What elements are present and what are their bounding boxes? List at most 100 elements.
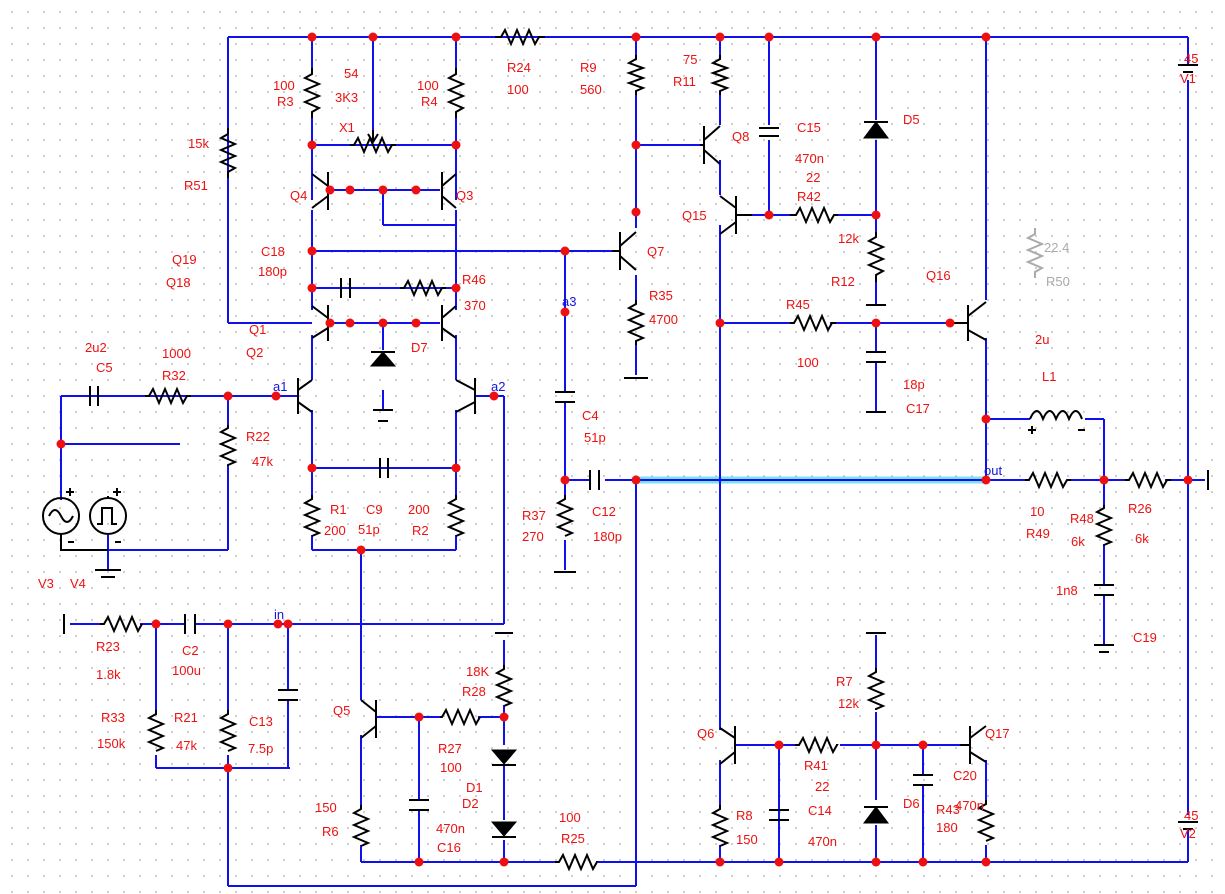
transistor-q17: [960, 725, 987, 764]
junction-dot: [451, 32, 461, 42]
resistor-r33: [146, 710, 166, 752]
component-label-47: R22: [246, 429, 270, 444]
component-label-29: C17: [906, 401, 930, 416]
component-label-90: R26: [1128, 501, 1152, 516]
resistor-r11: [710, 55, 730, 95]
component-label-60: R2: [412, 523, 429, 538]
junction-dot: [918, 740, 928, 750]
capacitor-c13: [278, 689, 298, 701]
component-label-92: 1n8: [1056, 583, 1078, 598]
net-label-0: a1: [273, 379, 287, 394]
resistor-r27: [440, 707, 481, 727]
component-label-88: R48: [1070, 511, 1094, 526]
source-polarity: [66, 488, 121, 543]
component-label-91: 6k: [1135, 531, 1149, 546]
component-label-66: 1.8k: [96, 667, 121, 682]
resistor-r49: [1025, 470, 1071, 490]
component-label-34: C18: [261, 244, 285, 259]
component-label-73: Q5: [333, 703, 350, 718]
junction-dot: [223, 619, 233, 629]
component-label-70: 150k: [97, 736, 126, 751]
junction-dot: [774, 740, 784, 750]
component-label-83: C16: [437, 840, 461, 855]
component-label-75: R28: [462, 684, 486, 699]
ghost-label-0: 22.4: [1044, 240, 1069, 255]
ground-icon-d7: [373, 409, 393, 422]
junction-dot: [715, 32, 725, 42]
capacitor-c9: [379, 458, 389, 478]
component-label-21: R12: [831, 274, 855, 289]
component-label-97: V1: [1180, 71, 1196, 86]
resistor-r35: [626, 300, 646, 345]
junction-dot: [307, 32, 317, 42]
component-label-52: 270: [522, 529, 544, 544]
junction-dot: [1099, 475, 1109, 485]
junction-dot: [560, 246, 570, 256]
junction-dot: [631, 207, 641, 217]
transistor-q16: [950, 301, 987, 341]
junction-dot: [871, 740, 881, 750]
net-label-3: in: [274, 607, 284, 622]
component-label-74: 18K: [466, 664, 489, 679]
component-label-112: R43: [936, 802, 960, 817]
capacitor-c5: [89, 386, 99, 406]
component-label-13: Q8: [732, 129, 749, 144]
junction-dot: [871, 318, 881, 328]
component-label-80: 150: [315, 800, 337, 815]
junction-dot: [414, 712, 424, 722]
component-label-106: 22: [815, 779, 829, 794]
component-label-64: C2: [182, 643, 199, 658]
component-label-8: 100: [507, 82, 529, 97]
component-label-22: Q16: [926, 268, 951, 283]
component-label-105: R41: [804, 758, 828, 773]
capacitor-c12: [589, 470, 600, 490]
junction-dot: [499, 712, 509, 722]
component-label-11: 75: [683, 52, 697, 67]
component-label-58: 200: [324, 523, 346, 538]
resistor-r2: [446, 495, 466, 537]
transistor-q5: [360, 699, 377, 739]
component-label-17: R42: [797, 189, 821, 204]
resistor-x1-pot: [350, 135, 396, 155]
component-label-3: 3K3: [335, 90, 358, 105]
component-label-35: 180p: [258, 264, 287, 279]
resistor-r41: [795, 735, 839, 755]
junction-dot: [223, 391, 233, 401]
component-label-81: R6: [322, 824, 339, 839]
component-label-68: R21: [174, 710, 198, 725]
capacitor-c15: [759, 127, 779, 137]
resistor-r25: [555, 852, 599, 872]
resistor-r48: [1094, 505, 1114, 546]
component-label-54: 180p: [593, 529, 622, 544]
junction-dot: [273, 619, 283, 629]
junction-dot: [631, 32, 641, 42]
component-label-30: 15k: [188, 136, 209, 151]
component-label-87: R49: [1026, 526, 1050, 541]
component-label-78: D1: [466, 780, 483, 795]
component-label-15: 470n: [795, 151, 824, 166]
junction-dot: [918, 857, 928, 867]
component-label-39: 370: [464, 298, 486, 313]
component-label-57: 200: [408, 502, 430, 517]
junction-dot: [378, 185, 388, 195]
junction-dot: [56, 439, 66, 449]
component-label-9: R9: [580, 60, 597, 75]
net-label-4: out: [984, 463, 1002, 478]
capacitor-c20: [913, 774, 933, 786]
junction-dot: [981, 857, 991, 867]
junction-dot: [774, 857, 784, 867]
junction-dot: [715, 857, 725, 867]
junction-dot: [414, 857, 424, 867]
junction-dot: [345, 185, 355, 195]
junction-dot: [307, 463, 317, 473]
component-label-45: C5: [96, 360, 113, 375]
component-label-38: R46: [462, 272, 486, 287]
component-label-33: Q3: [456, 188, 473, 203]
component-label-67: R33: [101, 710, 125, 725]
diode-d6: [863, 806, 889, 824]
junction-dot: [560, 307, 570, 317]
